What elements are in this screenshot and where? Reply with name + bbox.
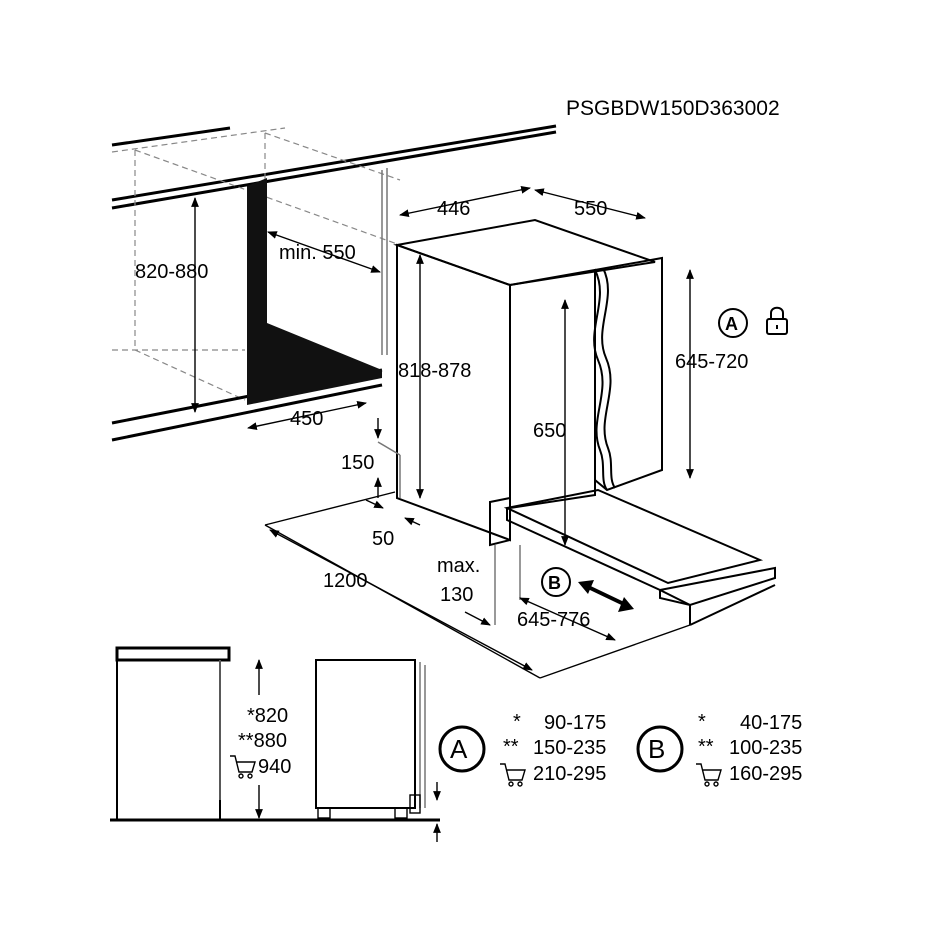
dim-depth: 550 [574, 198, 607, 220]
dim-plinth-recess: 50 [372, 528, 394, 550]
dim-max-label: max. [437, 555, 480, 577]
svg-text:B: B [548, 573, 561, 593]
dim-door-height-range: 645-720 [675, 351, 748, 373]
dim-width: 446 [437, 198, 470, 220]
dim-niche-depth: 450 [290, 408, 323, 430]
side-view-cabinet [110, 646, 440, 822]
dim-door-height: 650 [533, 420, 566, 442]
cart-icon [500, 763, 526, 787]
dim-min-depth: min. 550 [279, 242, 356, 264]
svg-text:B: B [648, 734, 665, 764]
side-panel [247, 178, 382, 405]
lock-icon [766, 306, 788, 335]
side-height-3: 940 [258, 756, 291, 778]
double-arrow-icon [578, 580, 634, 612]
marker-b: B [541, 567, 571, 597]
table-a-marker: A [438, 725, 486, 773]
cart-icon [230, 755, 256, 779]
table-b-mark-1: * [698, 711, 706, 733]
table-b-value-1: 40-175 [740, 712, 802, 734]
dim-plinth-range: 645-776 [517, 609, 590, 631]
table-a-mark-1: * [513, 711, 521, 733]
kitchen-niche [111, 124, 557, 442]
table-b-mark-2: ** [698, 736, 714, 758]
dim-appliance-height: 818-878 [398, 360, 471, 382]
table-b-marker: B [636, 725, 684, 773]
svg-text:A: A [450, 734, 468, 764]
table-a-value-2: 150-235 [533, 737, 606, 759]
table-b-value-3: 160-295 [729, 763, 802, 785]
cart-icon [696, 763, 722, 787]
side-view-dishwasher [315, 659, 426, 819]
table-b-value-2: 100-235 [729, 737, 802, 759]
side-height-2: **880 [238, 730, 287, 752]
table-a-mark-2: ** [503, 736, 519, 758]
table-a-value-1: 90-175 [544, 712, 606, 734]
marker-a: A [718, 308, 748, 338]
dim-niche-height: 820-880 [135, 261, 208, 283]
side-height-1: *820 [247, 705, 288, 727]
dim-door-open: 1200 [323, 570, 368, 592]
svg-text:A: A [725, 314, 738, 334]
model-code: PSGBDW150D363002 [566, 97, 780, 120]
table-a-value-3: 210-295 [533, 763, 606, 785]
dim-max-value: 130 [440, 584, 473, 606]
dim-plinth-height: 150 [341, 452, 374, 474]
